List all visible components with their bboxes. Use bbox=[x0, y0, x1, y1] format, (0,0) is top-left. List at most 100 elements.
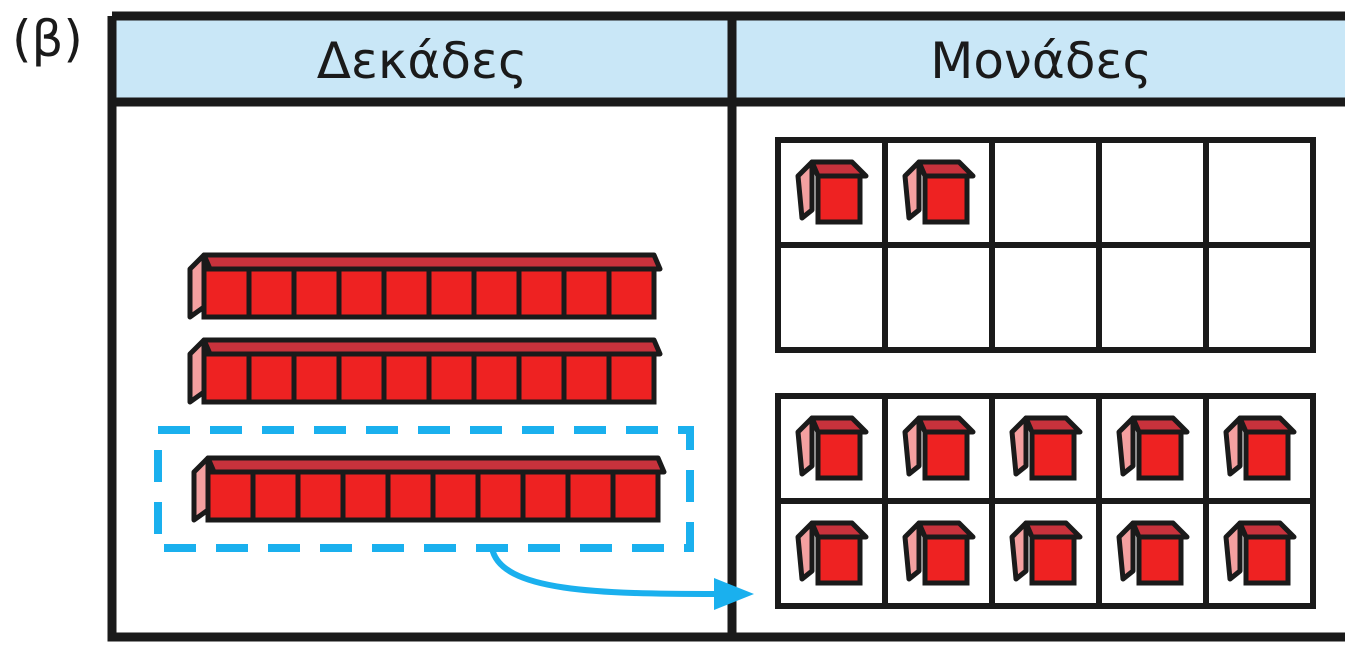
cube-side-face bbox=[795, 415, 815, 477]
rod-cube bbox=[381, 351, 432, 405]
tens-rod bbox=[187, 337, 663, 405]
rod-cube bbox=[340, 469, 391, 523]
cube-side-face bbox=[1009, 520, 1029, 582]
rod-cube bbox=[381, 266, 432, 320]
rod-cube bbox=[426, 351, 477, 405]
unit-cube bbox=[795, 520, 869, 586]
cube-top-face bbox=[916, 159, 976, 179]
ten-frame-cell bbox=[1203, 498, 1316, 609]
table-frame bbox=[107, 11, 1345, 642]
rod-cube bbox=[426, 266, 477, 320]
ten-frame-cell bbox=[989, 242, 1102, 353]
cube-top-face bbox=[809, 159, 869, 179]
cube-side-face bbox=[1116, 415, 1136, 477]
rod-cube bbox=[246, 351, 297, 405]
rod-cube bbox=[205, 469, 256, 523]
cube-side-face bbox=[902, 415, 922, 477]
cube-front-face bbox=[1136, 534, 1184, 586]
ones-frames-group bbox=[775, 137, 1316, 609]
unit-cube bbox=[902, 520, 976, 586]
cube-side-face bbox=[1009, 415, 1029, 477]
rod-top-face bbox=[201, 252, 663, 272]
unit-cube bbox=[1223, 520, 1297, 586]
cube-front-face bbox=[815, 429, 863, 481]
cube-side-face bbox=[1223, 415, 1243, 477]
rod-cube bbox=[430, 469, 481, 523]
column-header-ones: Μονάδες bbox=[930, 32, 1152, 90]
unit-cube bbox=[1009, 520, 1083, 586]
tens-rod bbox=[191, 455, 667, 523]
cube-front-face bbox=[1243, 429, 1291, 481]
unit-cube bbox=[902, 415, 976, 481]
rod-cube bbox=[516, 351, 567, 405]
panel-label: (β) bbox=[12, 10, 83, 68]
ten-frame-cell bbox=[775, 242, 888, 353]
cube-front-face bbox=[1243, 534, 1291, 586]
ten-frame-cell bbox=[1203, 137, 1316, 248]
rod-cube bbox=[565, 469, 616, 523]
rod-cube bbox=[561, 351, 612, 405]
cube-front-face bbox=[1136, 429, 1184, 481]
rod-cube bbox=[201, 266, 252, 320]
cube-side-face bbox=[902, 520, 922, 582]
cube-front-face bbox=[922, 173, 970, 225]
cube-top-face bbox=[916, 520, 976, 540]
rod-cube bbox=[246, 266, 297, 320]
ten-frame-cell bbox=[1096, 137, 1209, 248]
unit-cube bbox=[1116, 415, 1190, 481]
cube-front-face bbox=[1029, 534, 1077, 586]
cube-top-face bbox=[809, 415, 869, 435]
rod-cube bbox=[295, 469, 346, 523]
cube-side-face bbox=[902, 159, 922, 221]
cube-side-face bbox=[795, 159, 815, 221]
cube-top-face bbox=[1023, 520, 1083, 540]
cube-front-face bbox=[922, 429, 970, 481]
cube-top-face bbox=[1130, 415, 1190, 435]
tens-rod bbox=[187, 252, 663, 320]
unit-cube bbox=[795, 415, 869, 481]
rod-cube bbox=[475, 469, 526, 523]
tens-rods-group bbox=[187, 252, 667, 523]
cube-top-face bbox=[916, 415, 976, 435]
rod-cube bbox=[520, 469, 571, 523]
cube-front-face bbox=[815, 173, 863, 225]
rod-cube bbox=[516, 266, 567, 320]
ten-frame-cell bbox=[1096, 242, 1209, 353]
rod-cube bbox=[336, 351, 387, 405]
cube-front-face bbox=[922, 534, 970, 586]
unit-cube bbox=[795, 159, 869, 225]
rod-cube bbox=[291, 266, 342, 320]
cube-side-face bbox=[1223, 520, 1243, 582]
ten-frame-cell bbox=[989, 137, 1102, 248]
rod-cube bbox=[385, 469, 436, 523]
cube-side-face bbox=[795, 520, 815, 582]
rod-cube bbox=[201, 351, 252, 405]
cube-top-face bbox=[809, 520, 869, 540]
rod-cube bbox=[471, 266, 522, 320]
cube-top-face bbox=[1237, 415, 1297, 435]
ten-frame-cell bbox=[882, 137, 995, 248]
ten-frame-cell bbox=[882, 242, 995, 353]
rod-cube bbox=[471, 351, 522, 405]
rod-cube bbox=[250, 469, 301, 523]
cube-front-face bbox=[815, 534, 863, 586]
rod-cube bbox=[610, 469, 661, 523]
ten-frame bbox=[775, 393, 1316, 609]
rod-cube bbox=[606, 266, 657, 320]
cube-side-face bbox=[1116, 520, 1136, 582]
unit-cube bbox=[1009, 415, 1083, 481]
rod-cube bbox=[336, 266, 387, 320]
rod-cube bbox=[561, 266, 612, 320]
unit-cube bbox=[902, 159, 976, 225]
ten-frame bbox=[775, 137, 1316, 353]
curved-arrow-icon bbox=[489, 547, 719, 597]
column-header-tens: Δεκάδες bbox=[316, 32, 528, 90]
cube-front-face bbox=[1029, 429, 1077, 481]
rod-top-face bbox=[205, 455, 667, 475]
rod-top-face bbox=[201, 337, 663, 357]
rod-cube bbox=[606, 351, 657, 405]
highlight-dashed-box bbox=[154, 426, 694, 552]
rod-cube bbox=[291, 351, 342, 405]
ten-frame-cell bbox=[1203, 242, 1316, 353]
